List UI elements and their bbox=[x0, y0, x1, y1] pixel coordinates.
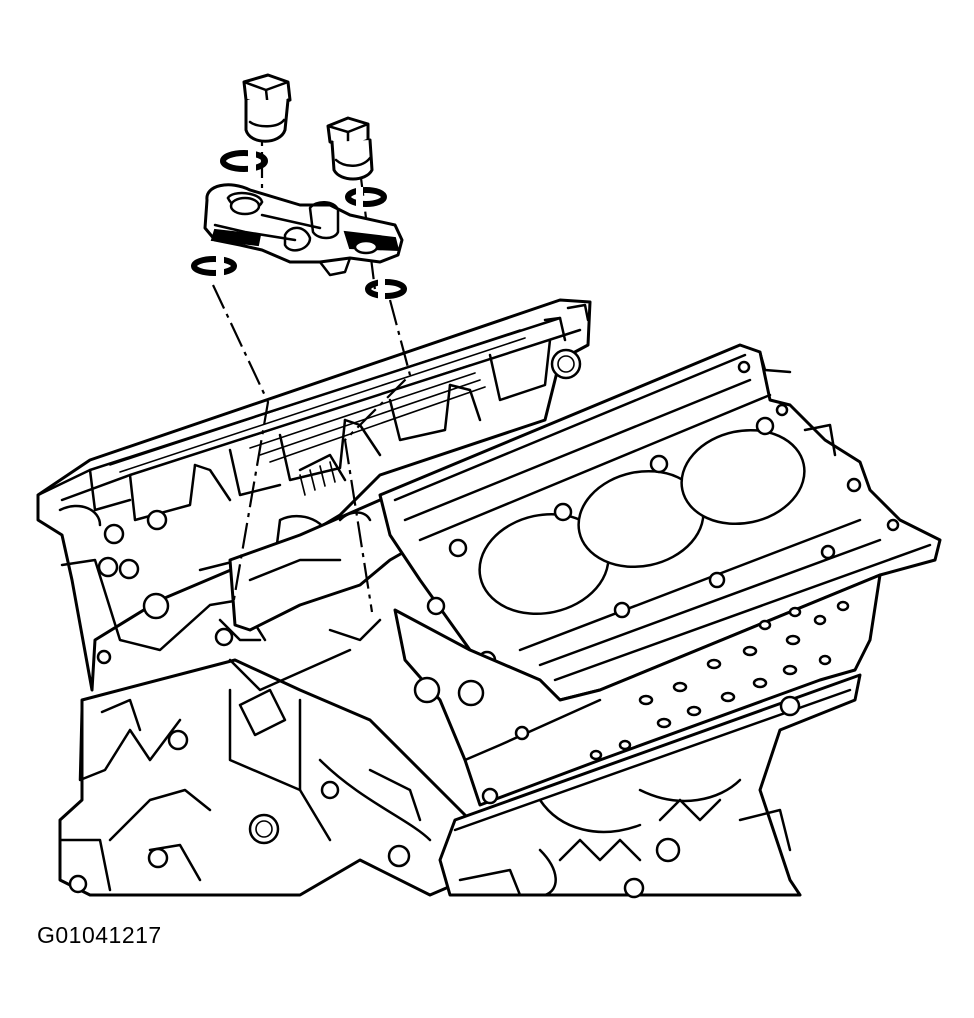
oil-pan-rail bbox=[438, 673, 862, 899]
banjo-bolt-left bbox=[242, 73, 292, 143]
right-bank-deck bbox=[378, 343, 942, 702]
seal-ring-lower-right bbox=[365, 279, 407, 299]
banjo-bolt-right bbox=[326, 116, 374, 181]
seal-ring-upper-left bbox=[220, 150, 268, 172]
seal-ring-lower-left bbox=[191, 255, 237, 277]
solenoid-bracket bbox=[203, 183, 404, 277]
seal-ring-upper-right bbox=[345, 187, 387, 207]
lower-front-housing bbox=[58, 658, 472, 897]
figure-id-label: G01041217 bbox=[37, 922, 162, 948]
seal-rings bbox=[191, 150, 407, 299]
right-bank-side bbox=[393, 573, 882, 807]
left-cylinder-head bbox=[36, 298, 592, 692]
side-oil-holes bbox=[589, 600, 850, 761]
